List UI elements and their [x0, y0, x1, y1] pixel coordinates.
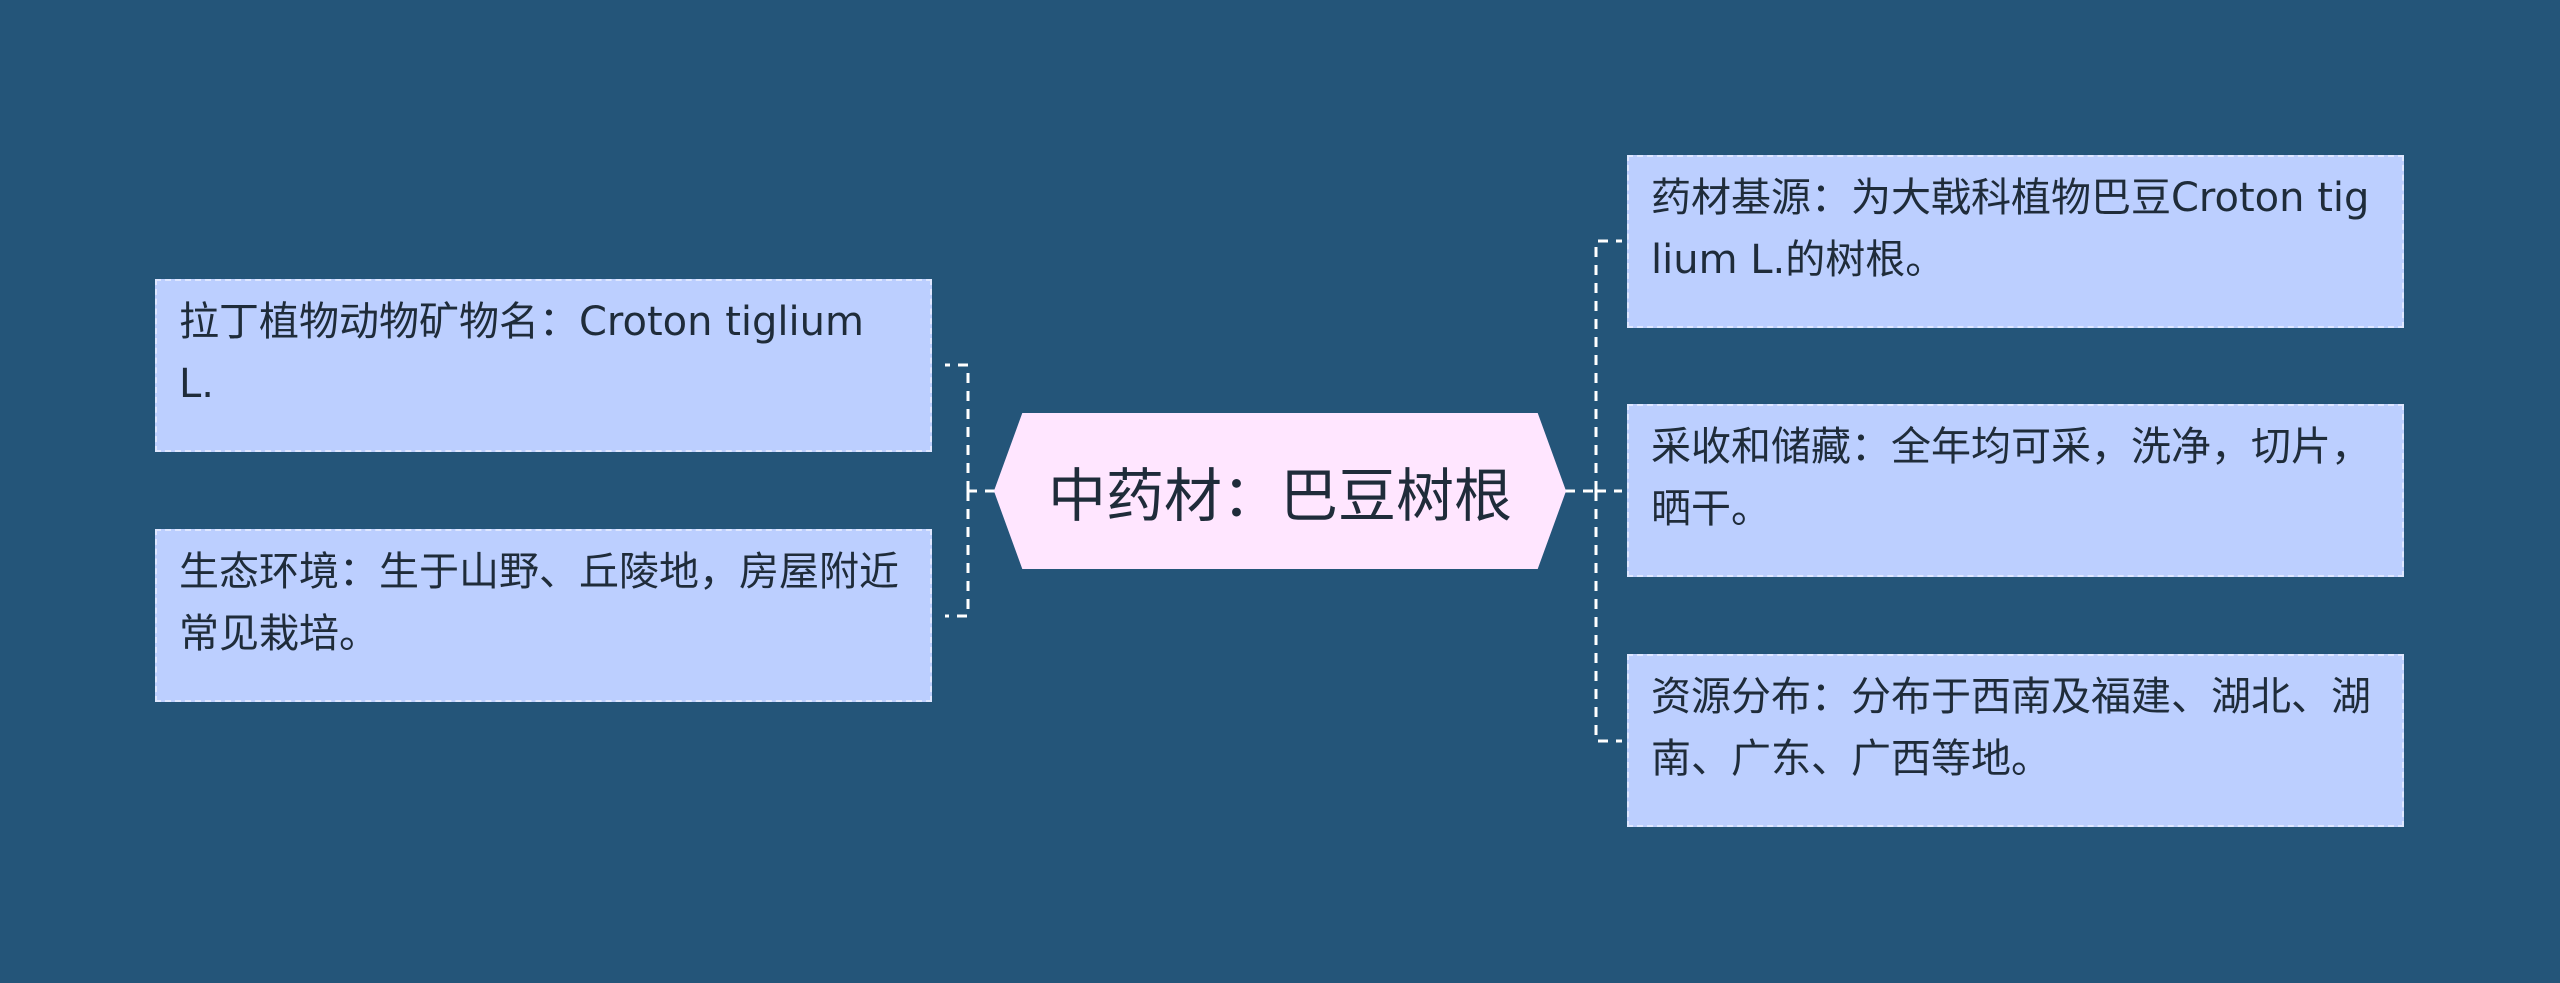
center-node-label[interactable]: 中药材：巴豆树根 [1047, 462, 1512, 530]
branch-harvest[interactable]: 采收和储藏：全年均可采，洗净，切片，晒干。 [1627, 404, 2404, 577]
connector-right [1565, 239, 1622, 743]
connector-left [945, 363, 995, 618]
branch-latin-name[interactable]: 拉丁植物动物矿物名：Croton tiglium L. [155, 279, 932, 452]
branch-habitat[interactable]: 生态环境：生于山野、丘陵地，房屋附近常见栽培。 [155, 529, 932, 702]
branch-source[interactable]: 药材基源：为大戟科植物巴豆Croton tiglium L.的树根。 [1627, 155, 2404, 328]
branch-distribution[interactable]: 资源分布：分布于西南及福建、湖北、湖南、广东、广西等地。 [1627, 654, 2404, 827]
